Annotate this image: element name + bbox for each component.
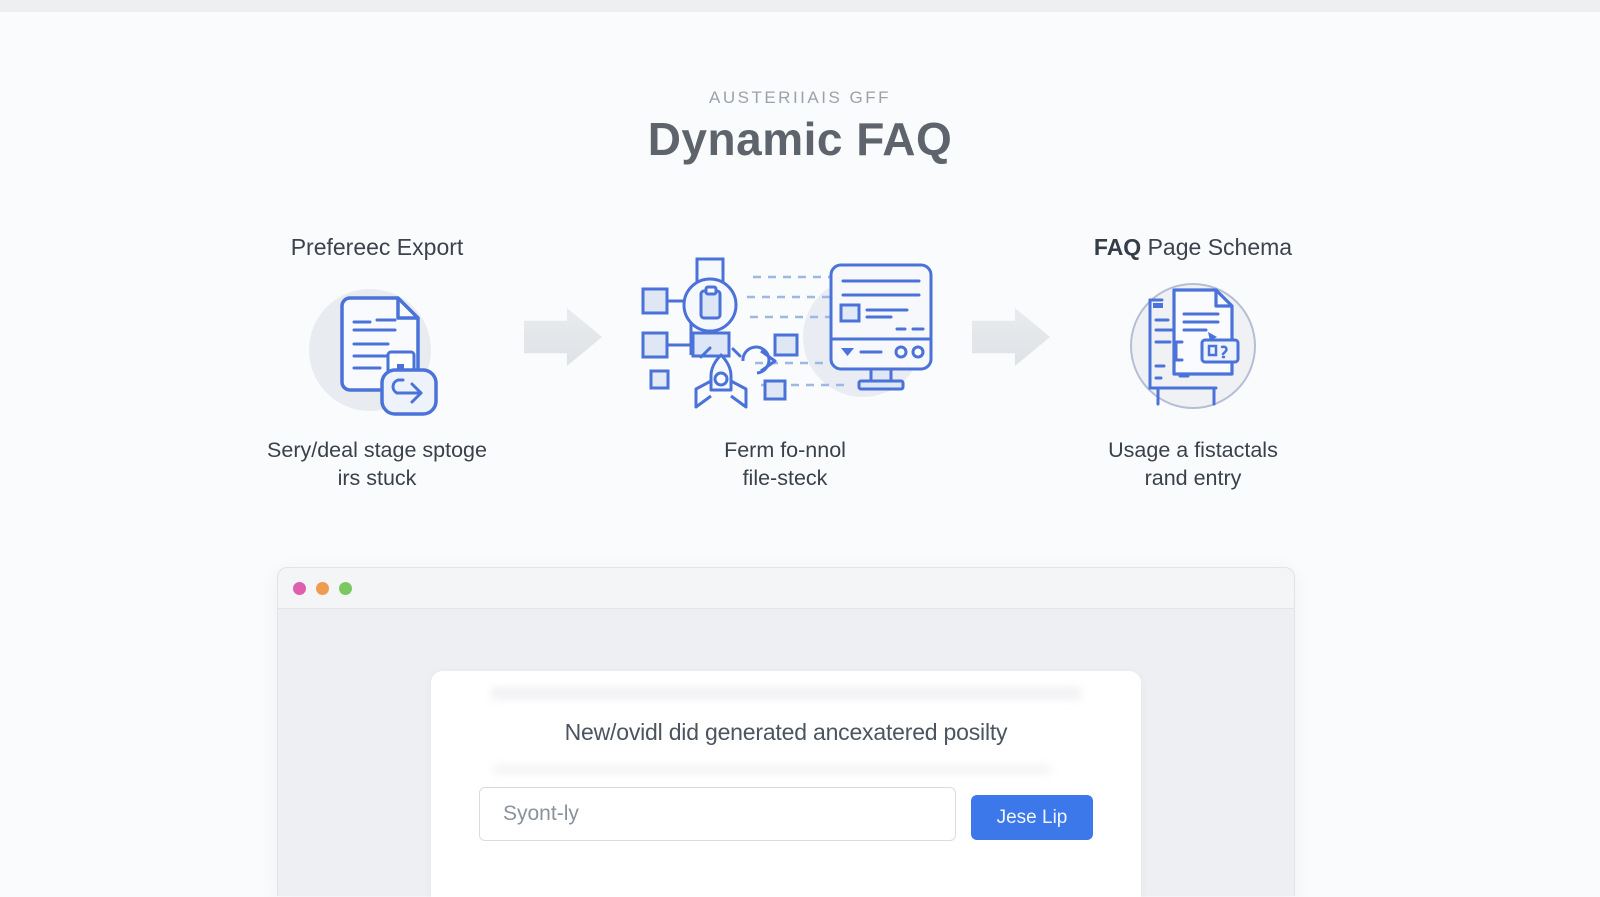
step1-caption-line1: Sery/deal stage sptoge bbox=[267, 438, 487, 462]
submit-button[interactable]: Jese Lip bbox=[971, 795, 1093, 840]
ghost-artifact bbox=[493, 765, 1051, 774]
step3-caption-line2: rand entry bbox=[1144, 466, 1242, 490]
step1-title: Prefereec Export bbox=[290, 234, 464, 260]
step3-caption-line1: Usage a fistactals bbox=[1108, 438, 1278, 462]
step1-caption-line2: irs stuck bbox=[337, 466, 417, 490]
browser-titlebar bbox=[278, 568, 1294, 609]
faq-generator-card: New/ovidl did generated ancexatered posi… bbox=[431, 671, 1141, 897]
browser-window: New/ovidl did generated ancexatered posi… bbox=[277, 567, 1295, 897]
page-title: Dynamic FAQ bbox=[647, 113, 953, 165]
step3-title-bold: FAQ bbox=[1093, 234, 1142, 260]
window-minimize-button[interactable] bbox=[316, 581, 329, 595]
step3-title-rest: Page Schema bbox=[1147, 234, 1293, 260]
window-close-button[interactable] bbox=[293, 581, 306, 595]
workflow-to-browser-icon bbox=[635, 255, 935, 420]
flow-arrow-icon bbox=[524, 308, 602, 366]
top-strip bbox=[0, 0, 1600, 12]
window-maximize-button[interactable] bbox=[339, 581, 352, 595]
card-heading: New/ovidl did generated ancexatered posi… bbox=[564, 719, 1008, 745]
export-document-icon bbox=[302, 268, 452, 418]
step2-caption: Ferm fo-nnol file-steck bbox=[625, 436, 945, 492]
question-input[interactable] bbox=[479, 787, 956, 841]
step2-caption-line2: file-steck bbox=[742, 466, 828, 490]
step3-caption: Usage a fistactals rand entry bbox=[1033, 436, 1353, 492]
step2-caption-line1: Ferm fo-nnol bbox=[724, 438, 846, 462]
step1-caption: Sery/deal stage sptoge irs stuck bbox=[217, 436, 537, 492]
ghost-artifact bbox=[491, 687, 1081, 700]
eyebrow-text: AUSTERIIAIS GFF bbox=[708, 88, 892, 107]
faq-schema-document-icon bbox=[1118, 270, 1268, 420]
flow-arrow-icon bbox=[972, 308, 1050, 366]
step3-title: FAQ Page Schema bbox=[1043, 234, 1343, 261]
